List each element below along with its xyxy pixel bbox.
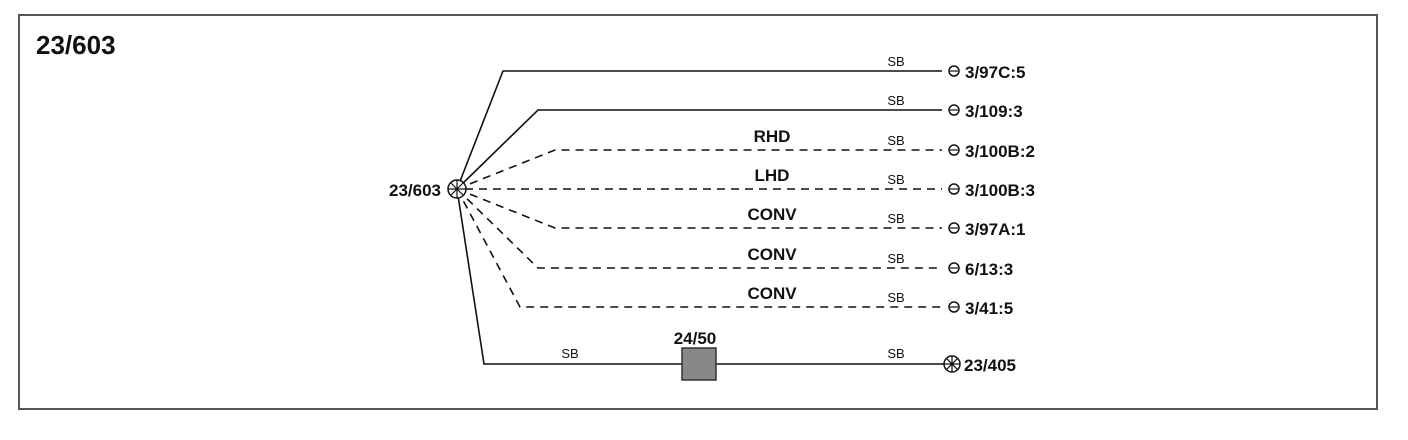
wire-line — [456, 188, 942, 269]
splice-spoke — [945, 357, 959, 371]
condition-label: CONV — [747, 284, 797, 303]
wire-line — [456, 188, 942, 308]
connector-label: 6/13:3 — [965, 260, 1013, 279]
splice-spoke — [450, 182, 464, 196]
wire-color-label: SB — [887, 93, 904, 108]
condition-label: RHD — [754, 127, 791, 146]
wire-color-label: SB — [887, 172, 904, 187]
component-box — [681, 347, 717, 381]
connector-label: 3/97C:5 — [965, 63, 1025, 82]
wire-color-label: SB — [887, 251, 904, 266]
connector-label: 3/100B:2 — [965, 142, 1035, 161]
wire-color-label: SB — [887, 54, 904, 69]
wire-line — [456, 70, 942, 190]
wire-color-label: SB — [887, 290, 904, 305]
wire-line — [456, 109, 942, 190]
diagram-title: 23/603 — [36, 30, 116, 60]
wire-line — [456, 188, 942, 229]
wire-line — [456, 149, 942, 190]
wire-line — [456, 188, 682, 365]
wire-color-label: SB — [887, 346, 904, 361]
wire-color-label: SB — [561, 346, 578, 361]
hub-label: 23/603 — [389, 181, 441, 200]
condition-label: CONV — [747, 205, 797, 224]
diagram-frame — [18, 14, 1378, 410]
connector-label: 3/41:5 — [965, 299, 1013, 318]
condition-label: CONV — [747, 245, 797, 264]
condition-label: LHD — [755, 166, 790, 185]
connector-label: 3/97A:1 — [965, 220, 1025, 239]
connector-label: 3/109:3 — [965, 102, 1023, 121]
wire-color-label: SB — [887, 211, 904, 226]
connector-label: 3/100B:3 — [965, 181, 1035, 200]
connector-label: 23/405 — [964, 356, 1016, 375]
component-label: 24/50 — [674, 329, 717, 348]
wire-color-label: SB — [887, 133, 904, 148]
